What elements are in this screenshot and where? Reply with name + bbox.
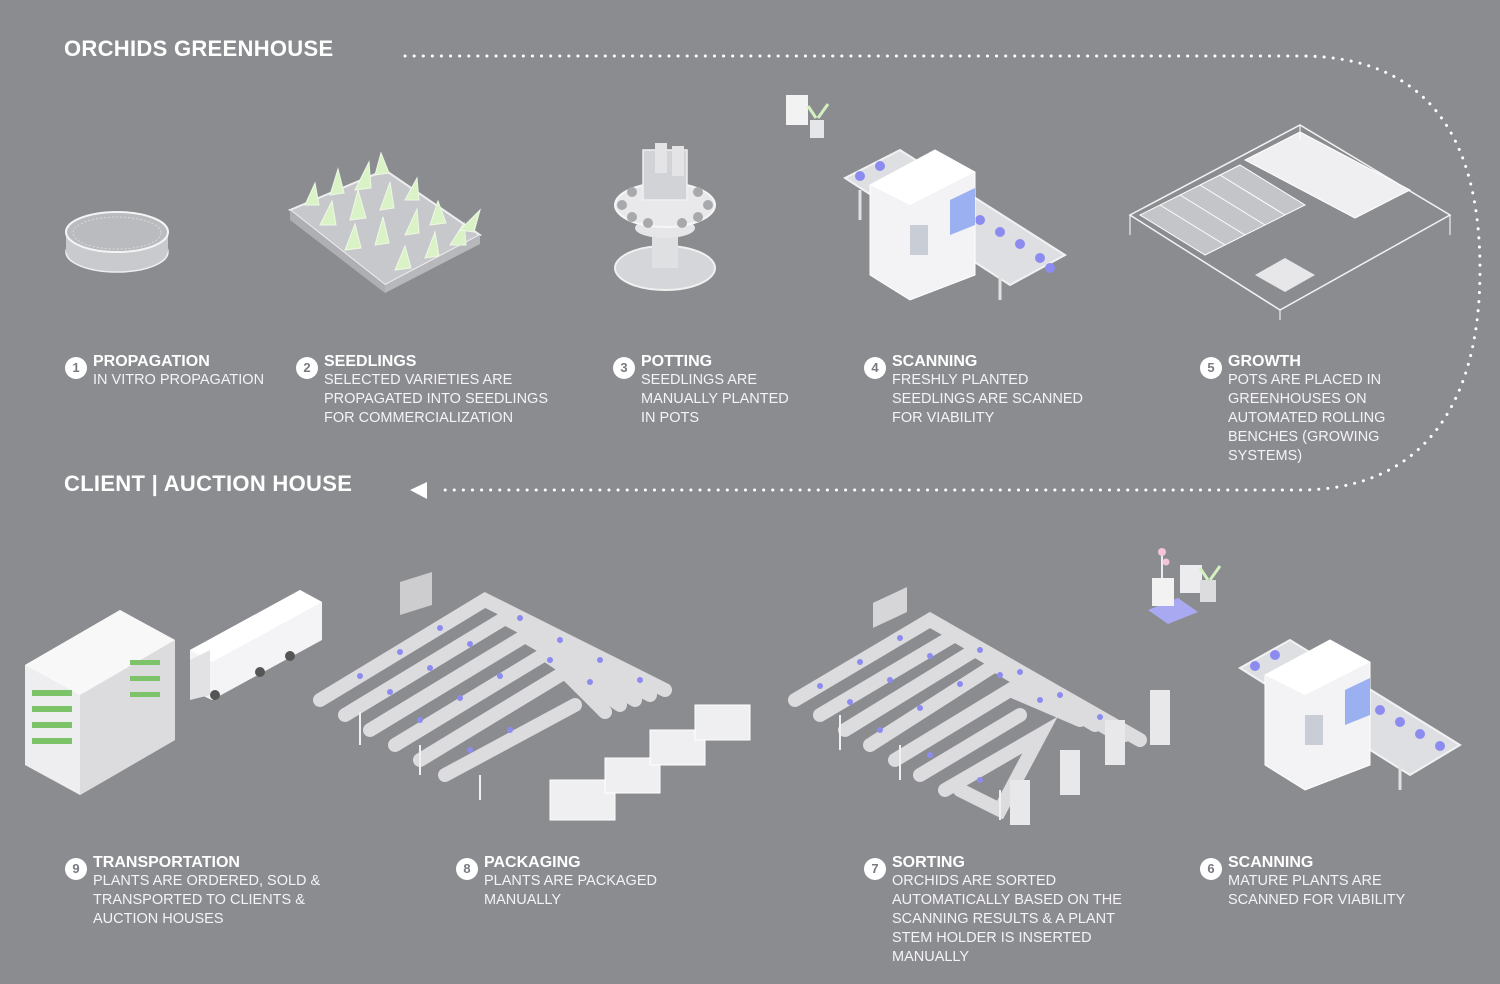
step-8-number-badge: 8 <box>456 858 478 880</box>
step-9-number-badge: 9 <box>65 858 87 880</box>
packaging-illustration <box>313 572 751 821</box>
step-2-title: SEEDLINGS <box>324 353 417 370</box>
step-4-title: SCANNING <box>892 353 978 370</box>
step-6-number-badge: 6 <box>1200 858 1222 880</box>
greenhouse-section-title: ORCHIDS GREENHOUSE <box>64 36 334 61</box>
seedling-tray-illustration <box>288 151 482 293</box>
step-5-title: GROWTH <box>1228 353 1301 370</box>
step-6-title: SCANNING <box>1228 854 1314 871</box>
step-2-description: SELECTED VARIETIES ARE PROPAGATED INTO S… <box>324 372 548 426</box>
mature-scanning-machine-illustration <box>1238 638 1462 791</box>
step-5-number-badge: 5 <box>1200 357 1222 379</box>
client-section-title: CLIENT | AUCTION HOUSE <box>64 471 353 496</box>
orchid-plants-icon <box>1148 548 1222 624</box>
step-5-description: POTS ARE PLACED IN GREENHOUSES ON AUTOMA… <box>1228 372 1386 464</box>
step-8-description: PLANTS ARE PACKAGED MANUALLY <box>484 873 657 908</box>
scanning-machine-illustration <box>843 148 1067 301</box>
flow-arrowhead <box>410 482 427 499</box>
sorting-conveyors-illustration <box>788 587 1170 825</box>
pot-plant-icon <box>786 95 830 138</box>
step-6-description: MATURE PLANTS ARE SCANNED FOR VIABILITY <box>1228 873 1406 908</box>
step-4-number-badge: 4 <box>864 357 886 379</box>
transportation-illustration <box>25 590 322 795</box>
step-9-title: TRANSPORTATION <box>93 854 240 871</box>
step-3-description: SEEDLINGS ARE MANUALLY PLANTED IN POTS <box>641 372 789 426</box>
growth-benches-illustration <box>1128 124 1452 320</box>
step-8-title: PACKAGING <box>484 854 581 871</box>
potting-machine-illustration <box>614 143 716 291</box>
step-9-description: PLANTS ARE ORDERED, SOLD & TRANSPORTED T… <box>93 873 321 927</box>
step-1-description: IN VITRO PROPAGATION <box>93 372 265 388</box>
step-4-description: FRESHLY PLANTED SEEDLINGS ARE SCANNED FO… <box>892 372 1083 426</box>
step-2-number-badge: 2 <box>296 357 318 379</box>
step-3-number-badge: 3 <box>613 357 635 379</box>
step-1-title: PROPAGATION <box>93 353 210 370</box>
petri-dish-illustration <box>65 211 169 273</box>
step-1-number-badge: 1 <box>65 357 87 379</box>
step-7-description: ORCHIDS ARE SORTED AUTOMATICALLY BASED O… <box>892 873 1122 965</box>
step-3-title: POTTING <box>641 353 713 370</box>
step-7-title: SORTING <box>892 854 965 871</box>
step-7-number-badge: 7 <box>864 858 886 880</box>
